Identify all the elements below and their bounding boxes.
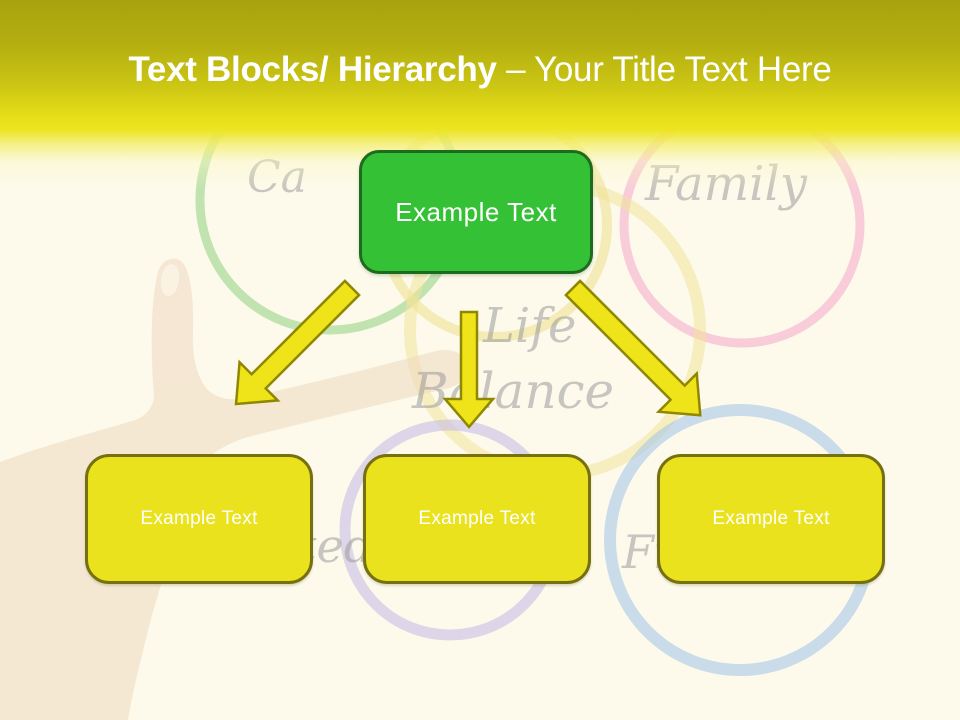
arrow-down-middle xyxy=(442,310,496,429)
child-text-block-2[interactable]: Example Text xyxy=(363,454,591,584)
hand-image xyxy=(0,258,468,720)
child-text-block-1[interactable]: Example Text xyxy=(85,454,313,584)
child-text-block-2-label: Example Text xyxy=(418,508,536,529)
slide-title-emphasis: Text Blocks/ Hierarchy xyxy=(128,50,497,89)
root-text-block-label: Example Text xyxy=(395,196,557,227)
watermark-word-balance: Balance xyxy=(411,362,614,420)
slide-title[interactable]: Text Blocks/ Hierarchy – Your Title Text… xyxy=(0,50,960,90)
slide-title-rest: – Your Title Text Here xyxy=(496,50,832,89)
child-text-block-1-label: Example Text xyxy=(140,508,258,529)
watermark-word-life: Life xyxy=(482,298,576,354)
child-text-block-3[interactable]: Example Text xyxy=(657,454,885,584)
hand-shape xyxy=(0,258,468,720)
arrow-down-left xyxy=(234,279,361,406)
root-text-block[interactable]: Example Text xyxy=(359,150,593,274)
arrow-down-right xyxy=(564,279,702,417)
child-text-block-3-label: Example Text xyxy=(712,508,830,529)
thumbnail-highlight xyxy=(160,264,180,296)
